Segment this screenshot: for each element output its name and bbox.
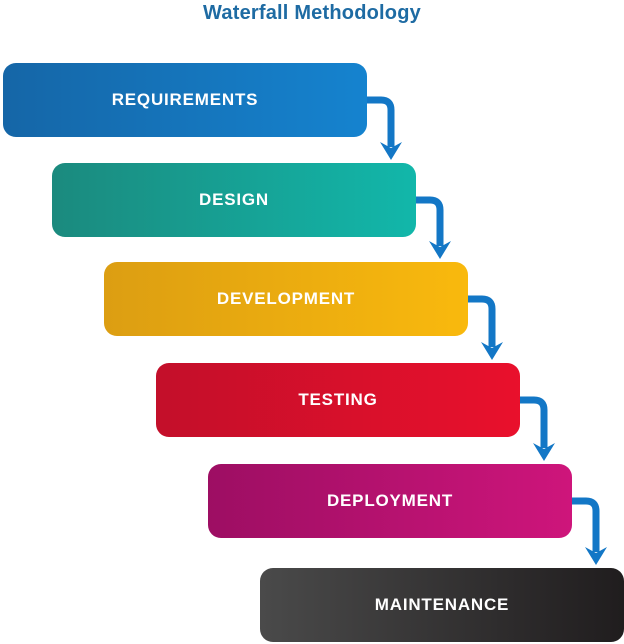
arrow-design-to-development — [416, 196, 444, 246]
stage-label: MAINTENANCE — [374, 595, 510, 614]
arrowhead-development-to-testing — [481, 342, 503, 360]
stage-box-design: DESIGN — [52, 163, 416, 237]
stage-label: DEVELOPMENT — [216, 289, 356, 308]
arrowhead-requirements-to-design — [380, 142, 402, 160]
arrow-development-to-testing — [468, 295, 496, 347]
arrowhead-deployment-to-maintenance — [585, 547, 607, 565]
stage-box-requirements: REQUIREMENTS — [3, 63, 367, 137]
stage-label: REQUIREMENTS — [111, 90, 259, 109]
stage-label: TESTING — [298, 390, 378, 409]
arrow-deployment-to-maintenance — [572, 497, 600, 552]
stage-label: DESIGN — [199, 190, 269, 209]
arrow-requirements-to-design — [367, 96, 395, 147]
arrow-testing-to-deployment — [520, 396, 548, 448]
arrowhead-design-to-development — [429, 241, 451, 259]
stage-box-deployment: DEPLOYMENT — [208, 464, 572, 538]
stage-box-maintenance: MAINTENANCE — [260, 568, 624, 642]
arrowhead-testing-to-deployment — [533, 443, 555, 461]
stage-label: DEPLOYMENT — [326, 491, 454, 510]
diagram-title: Waterfall Methodology — [203, 2, 421, 24]
stage-box-testing: TESTING — [156, 363, 520, 437]
stage-box-development: DEVELOPMENT — [104, 262, 468, 336]
